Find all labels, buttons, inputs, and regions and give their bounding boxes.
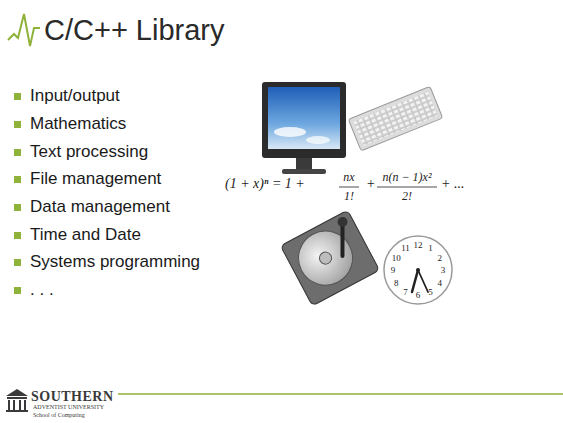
- clock-number: 7: [403, 287, 408, 296]
- formula-text: n(n − 1)x²: [382, 170, 431, 184]
- clock-number: 10: [392, 253, 401, 262]
- clock-number: 8: [394, 278, 399, 287]
- bullet-text: File management: [30, 169, 161, 189]
- clock-number: 9: [391, 266, 396, 275]
- clock-number: 4: [437, 278, 442, 287]
- formula-text: + ...: [441, 177, 464, 191]
- bullet-square: [14, 287, 21, 294]
- logo-building: [6, 389, 28, 412]
- clock-number: 11: [401, 244, 410, 253]
- bullet-square: [14, 93, 21, 100]
- fraction-bar: [377, 187, 437, 188]
- bullet-text: Text processing: [30, 142, 148, 162]
- bullet-text: Input/output: [30, 86, 120, 106]
- bullet-square: [14, 121, 21, 128]
- slide-title: C/C++ Library: [44, 14, 225, 47]
- bullet-square: [14, 204, 21, 211]
- clock-number: 3: [441, 266, 446, 275]
- clock-number: 2: [437, 253, 442, 262]
- formula-text: nx: [343, 170, 354, 184]
- formula-text: (1 + x)ⁿ = 1 +: [225, 177, 305, 191]
- bullet-text: Time and Date: [30, 225, 141, 245]
- logo-text: SOUTHERN: [31, 390, 114, 404]
- bullet-square: [14, 176, 21, 183]
- logo-text: School of Computing: [33, 412, 85, 419]
- hard-drive-picture: [280, 210, 379, 306]
- fraction-bar: [339, 187, 359, 188]
- bullet-square: [14, 259, 21, 266]
- logo-text: ADVENTIST UNIVERSITY: [33, 404, 104, 411]
- clock-number: 5: [428, 287, 433, 296]
- clock-number: 1: [428, 244, 433, 253]
- clock-picture: [384, 236, 452, 304]
- formula-text: 1!: [344, 189, 354, 203]
- bullet-text: Mathematics: [30, 114, 126, 134]
- bullet-text: Data management: [30, 197, 170, 217]
- keyboard-picture: [348, 86, 442, 150]
- formula-text: +: [366, 177, 375, 191]
- footer-rule: [118, 393, 563, 395]
- bullet-square: [14, 149, 21, 156]
- pulse-icon: [8, 14, 40, 46]
- bullet-text: . . .: [30, 280, 54, 300]
- bullet-text: Systems programming: [30, 252, 200, 272]
- formula-text: 2!: [402, 189, 412, 203]
- monitor-picture: [262, 82, 346, 174]
- clock-number: 6: [416, 291, 421, 300]
- clock-number: 12: [414, 241, 423, 250]
- bullet-square: [14, 232, 21, 239]
